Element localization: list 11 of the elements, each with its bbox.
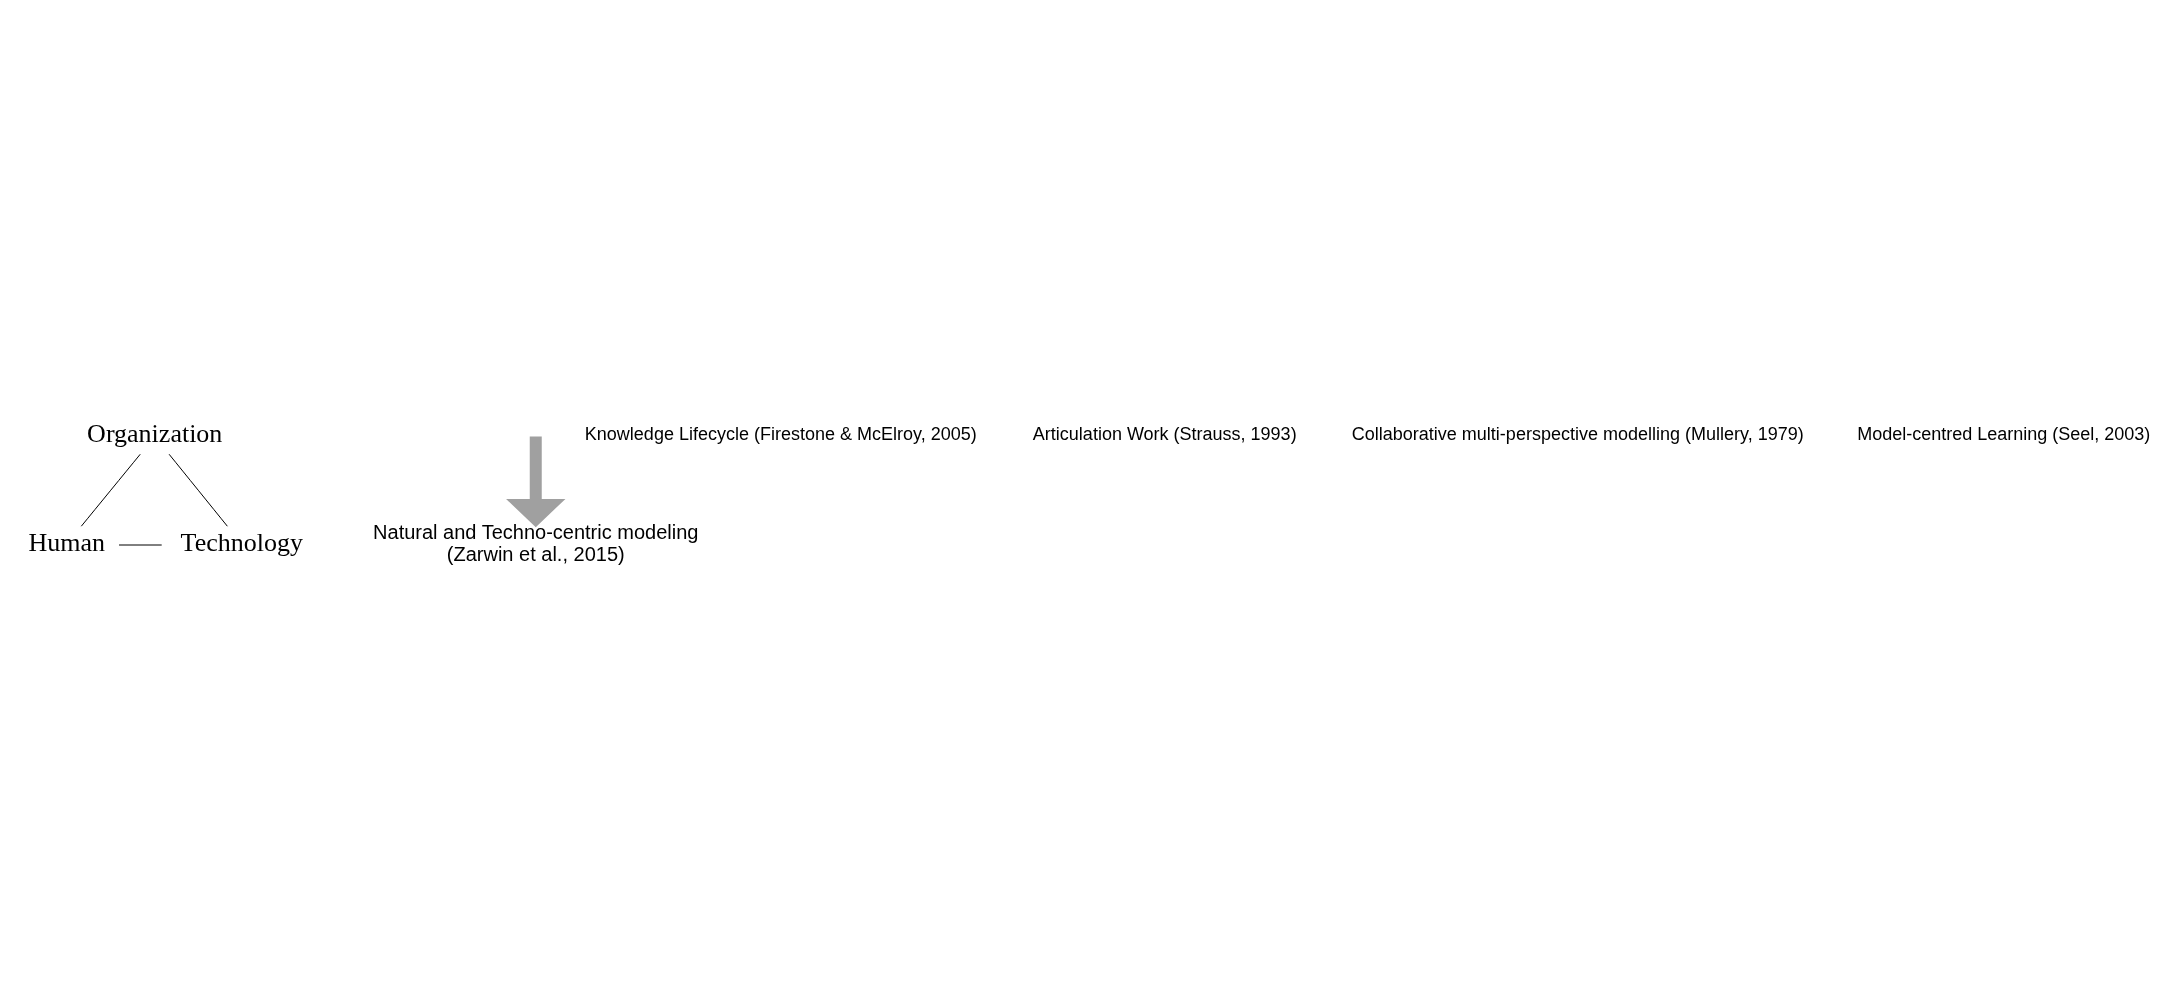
node-text: Organization <box>87 418 223 448</box>
arrow <box>506 436 566 528</box>
label: Knowledge Lifecycle (Firestone & McElroy, 2005) <box>584 423 977 444</box>
node-text: Technology <box>180 528 303 558</box>
label: Articulation Work (Strauss, 1993) <box>1032 423 1297 444</box>
label: Collaborative multi-perspective modelling (Mullery, 1979) <box>1351 423 1804 444</box>
node-text: Human <box>28 528 106 558</box>
node-text: Natural and Techno-centric modeling (Zarwin et al., 2015) <box>373 521 699 565</box>
connector <box>80 453 141 527</box>
label: Model-centred Learning (Seel, 2003) <box>1857 423 2151 444</box>
connector <box>168 453 228 527</box>
